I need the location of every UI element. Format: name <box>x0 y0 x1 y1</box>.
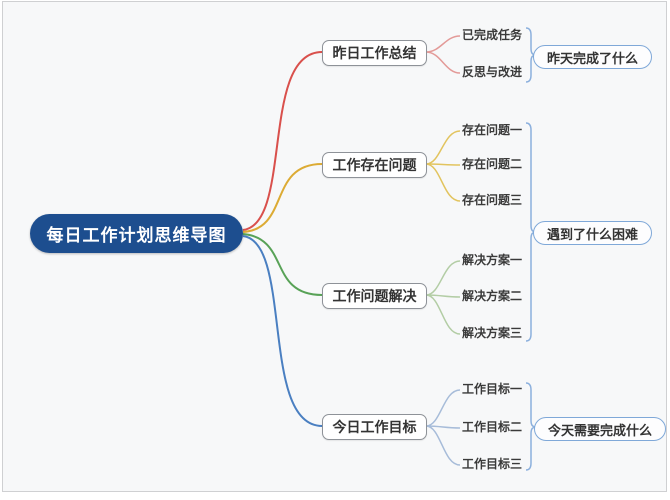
branch3-leaf1-curve <box>425 260 461 296</box>
leaf-node[interactable]: 已完成任务 <box>462 28 523 42</box>
branch2-leaf3-curve <box>425 163 461 202</box>
branch-node-existing-problems[interactable]: 工作存在问题 <box>322 152 427 178</box>
leaf-node[interactable]: 存在问题二 <box>462 157 523 171</box>
leaf-node[interactable]: 解决方案一 <box>462 253 523 267</box>
note-pill-difficulties[interactable]: 遇到了什么困难 <box>533 221 653 245</box>
leaf-node[interactable]: 工作目标一 <box>462 382 523 396</box>
branch3-leaf3-curve <box>425 294 461 335</box>
branch1-leaf1-curve <box>425 35 461 53</box>
root-node-label: 每日工作计划思维导图 <box>46 226 227 245</box>
branch4-leaf1-curve <box>425 389 461 427</box>
leaf-node[interactable]: 工作目标二 <box>462 420 523 434</box>
branch3-curve <box>242 233 323 296</box>
branch1-curve <box>242 51 323 231</box>
leaf-node[interactable]: 存在问题三 <box>462 193 523 207</box>
leaf-node[interactable]: 解决方案三 <box>462 326 523 340</box>
leaf-node[interactable]: 工作目标三 <box>462 457 523 471</box>
branch1-leaf2-curve <box>425 51 461 74</box>
note-pill-yesterday[interactable]: 昨天完成了什么 <box>533 45 653 69</box>
root-node[interactable]: 每日工作计划思维导图 <box>30 214 243 253</box>
branch-node-label: 工作存在问题 <box>332 157 417 173</box>
branch-node-today-goals[interactable]: 今日工作目标 <box>322 414 427 440</box>
branch4-curve <box>242 235 323 427</box>
leaf-node[interactable]: 反思与改进 <box>462 65 523 79</box>
branch-node-label: 今日工作目标 <box>332 419 417 435</box>
branch2-curve <box>242 163 323 233</box>
branch2-leaf1-curve <box>425 130 461 165</box>
branch-node-label: 工作问题解决 <box>332 288 417 304</box>
branch4-leaf3-curve <box>425 425 461 466</box>
leaf-node[interactable]: 解决方案二 <box>462 289 523 303</box>
note-pill-today[interactable]: 今天需要完成什么 <box>534 417 667 441</box>
branch-node-problem-solving[interactable]: 工作问题解决 <box>322 283 427 309</box>
branch-node-label: 昨日工作总结 <box>332 45 417 61</box>
leaf-node[interactable]: 存在问题一 <box>462 123 523 137</box>
branch-node-yesterday-summary[interactable]: 昨日工作总结 <box>322 40 427 66</box>
